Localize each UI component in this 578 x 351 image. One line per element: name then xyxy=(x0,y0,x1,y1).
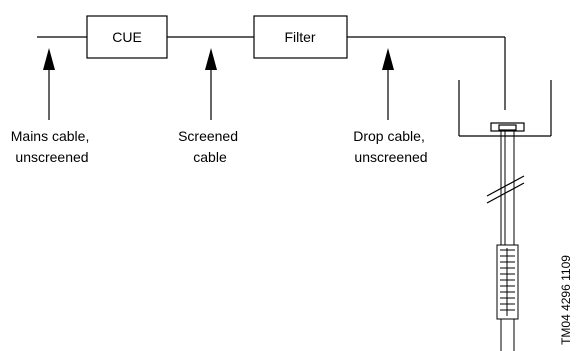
drop-caption-line2: unscreened xyxy=(354,149,427,165)
filter-box: Filter xyxy=(253,15,348,59)
filter-label: Filter xyxy=(284,29,315,45)
drop-caption-line1: Drop cable, xyxy=(353,128,425,144)
screened-caption-line2: cable xyxy=(193,149,227,165)
mains-caption-line2: unscreened xyxy=(15,149,88,165)
mains-caption-line1: Mains cable, xyxy=(11,128,90,144)
drop-caption: Drop cable, unscreened xyxy=(353,128,428,165)
drawing-code: TM04 4296 1109 xyxy=(559,255,573,345)
cable-line xyxy=(37,36,506,110)
screened-arrow xyxy=(205,48,217,120)
submersible-pump xyxy=(496,244,519,320)
screened-caption: Screened cable xyxy=(178,128,242,165)
well-head xyxy=(490,122,525,132)
mains-arrow xyxy=(43,48,55,120)
mains-caption: Mains cable, unscreened xyxy=(11,128,93,165)
drop-arrow xyxy=(382,48,394,120)
break-marks xyxy=(486,175,525,204)
cue-label: CUE xyxy=(112,29,142,45)
cue-box: CUE xyxy=(86,15,168,59)
screened-caption-line1: Screened xyxy=(178,128,238,144)
